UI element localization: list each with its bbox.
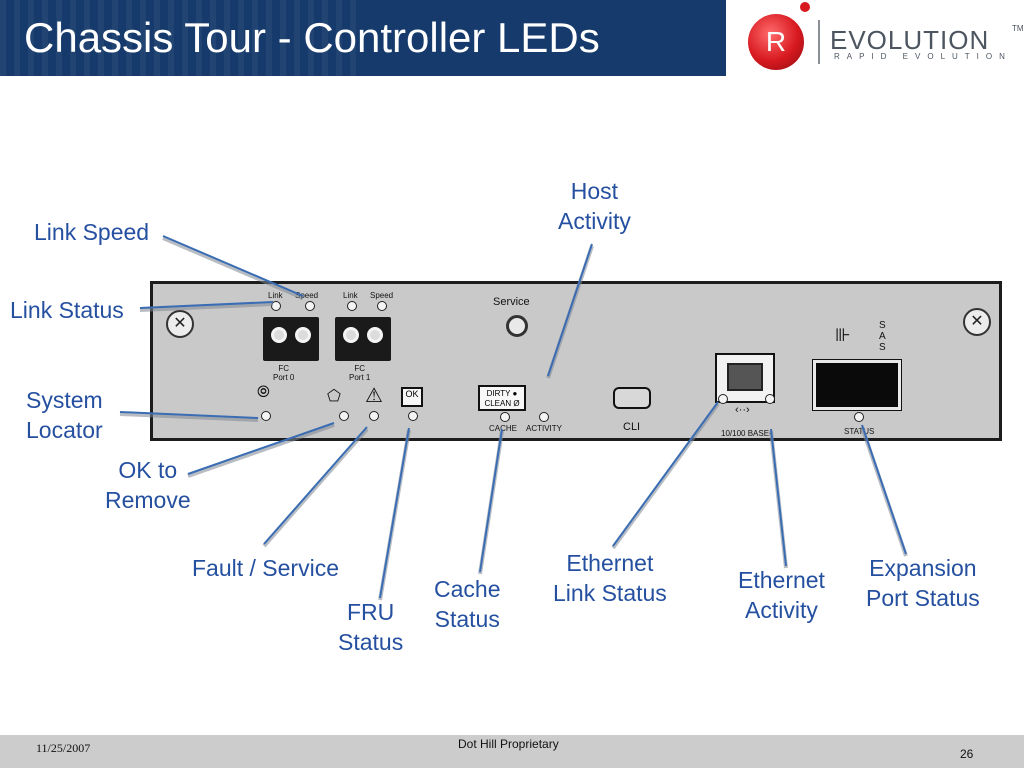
logo-divider bbox=[818, 20, 820, 64]
right-screw-icon: ✕ bbox=[963, 308, 991, 336]
slide-footer bbox=[0, 735, 1024, 768]
callout-fault-service: Fault / Service bbox=[192, 555, 339, 581]
activity-label: ACTIVITY bbox=[526, 424, 563, 433]
ethernet-activity-led bbox=[765, 394, 775, 404]
fru-warning-icon: ⚠ bbox=[365, 385, 383, 407]
footer-page-number: 26 bbox=[960, 747, 974, 761]
sas-connector-icon: ⊪ bbox=[835, 325, 851, 345]
leader-host-activity bbox=[547, 243, 593, 377]
callout-ok-to-remove: OK to Remove bbox=[105, 457, 191, 513]
port1-link-speed-led bbox=[377, 301, 387, 311]
logo-tagline: RAPID EVOLUTION bbox=[834, 52, 1012, 61]
sas-expansion-port bbox=[812, 359, 902, 411]
leader-system-locator bbox=[119, 411, 259, 419]
evolution-logo-mark: R bbox=[748, 14, 804, 70]
ok-to-remove-icon: OK bbox=[401, 387, 423, 407]
host-activity-led bbox=[539, 412, 549, 422]
callout-host-activity: Host Activity bbox=[558, 178, 631, 234]
ethernet-link-status-led bbox=[718, 394, 728, 404]
callout-link-status: Link Status bbox=[10, 297, 124, 323]
port0-link-speed-led bbox=[305, 301, 315, 311]
cli-serial-port bbox=[613, 387, 651, 409]
leader-link-speed bbox=[162, 235, 304, 297]
callout-ethernet-activity: Ethernet Activity bbox=[738, 567, 825, 623]
controller-chassis-panel: ✕ ✕ Link Speed FC Port 0 Link Speed FC P… bbox=[150, 281, 1002, 441]
fault-service-led bbox=[339, 411, 349, 421]
status-label: STATUS bbox=[844, 427, 875, 436]
leader-ethernet-link-status bbox=[612, 401, 719, 547]
cache-status-led bbox=[500, 412, 510, 422]
callout-ethernet-link-status: Ethernet Link Status bbox=[553, 550, 667, 606]
callout-link-speed: Link Speed bbox=[34, 219, 150, 245]
fc-port-1-connector bbox=[335, 317, 391, 361]
fc-port-0-connector bbox=[263, 317, 319, 361]
callout-fru-status: FRU Status bbox=[338, 599, 404, 655]
fault-service-icon: ⬠ bbox=[327, 388, 341, 405]
leader-fru-status bbox=[379, 427, 410, 599]
left-screw-icon: ✕ bbox=[166, 310, 194, 338]
port1-link-status-led bbox=[347, 301, 357, 311]
ethernet-port-label: 10/100 BASE- bbox=[721, 429, 772, 438]
footer-date: 11/25/2007 bbox=[36, 741, 91, 755]
port1-speed-label: Speed bbox=[370, 291, 394, 300]
system-locator-led bbox=[261, 411, 271, 421]
ok-to-remove-led bbox=[408, 411, 418, 421]
leader-cache-status bbox=[479, 428, 503, 573]
leader-fault-service bbox=[263, 426, 368, 545]
ethernet-arrow-icon: ‹··› bbox=[735, 404, 750, 416]
callout-expansion-port-status: Expansion Port Status bbox=[866, 555, 980, 611]
service-label: Service bbox=[493, 296, 530, 308]
service-button[interactable] bbox=[506, 315, 528, 337]
dirty-clean-icon: DIRTY ● CLEAN Ø bbox=[478, 385, 526, 411]
cache-label: CACHE bbox=[489, 424, 518, 433]
logo-trademark: TM bbox=[1012, 24, 1024, 33]
sas-label: S A S bbox=[879, 320, 886, 353]
fc-port-1-label: FC Port 1 bbox=[349, 364, 371, 382]
cli-label: CLI bbox=[623, 421, 641, 433]
fru-status-led bbox=[369, 411, 379, 421]
leader-expansion-port-status bbox=[861, 424, 907, 555]
leader-link-status bbox=[139, 301, 274, 309]
slide-title: Chassis Tour - Controller LEDs bbox=[24, 14, 600, 61]
callout-cache-status: Cache Status bbox=[434, 576, 501, 632]
fc-port-0-label: FC Port 0 bbox=[273, 364, 295, 382]
locator-icon: ⦾ bbox=[257, 384, 270, 401]
port0-speed-label: Speed bbox=[295, 291, 319, 300]
port0-link-label: Link bbox=[268, 291, 283, 300]
leader-ok-to-remove bbox=[187, 422, 335, 475]
footer-proprietary-notice: Dot Hill Proprietary bbox=[458, 737, 559, 751]
logo-wordmark: EVOLUTION bbox=[830, 25, 990, 55]
port1-link-label: Link bbox=[343, 291, 358, 300]
callout-system-locator: System Locator bbox=[26, 387, 103, 443]
leader-ethernet-activity bbox=[770, 428, 787, 567]
expansion-port-status-led bbox=[854, 412, 864, 422]
logo-dot-icon bbox=[800, 2, 810, 12]
